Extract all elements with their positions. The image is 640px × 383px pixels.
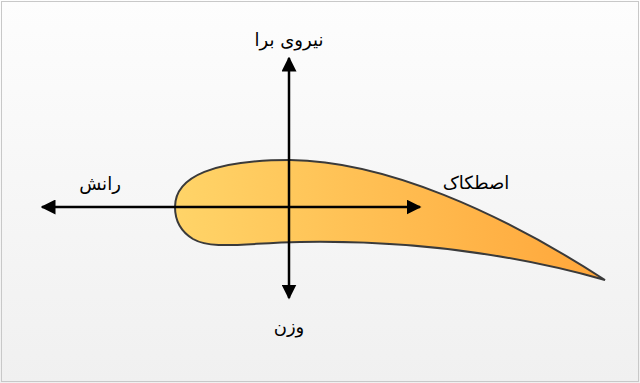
drag-label: اصطکاک	[443, 172, 510, 194]
vertical-force-arrow	[288, 58, 291, 298]
thrust-label: رانش	[79, 173, 121, 195]
weight-label: وزن	[274, 316, 305, 338]
horizontal-force-arrow	[42, 206, 420, 209]
lift-label: نیروی برا	[255, 29, 324, 51]
airfoil-shape	[175, 160, 605, 280]
